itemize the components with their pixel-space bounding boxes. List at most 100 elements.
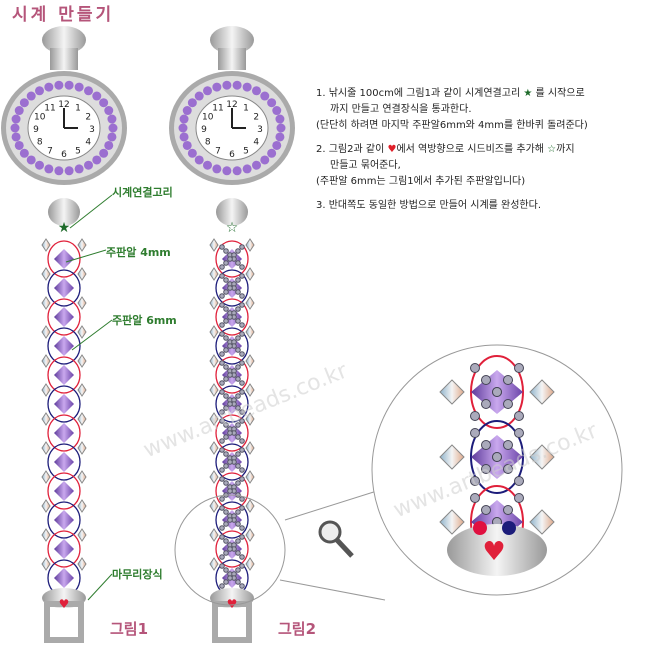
chain-1-thread-loop [47,327,81,365]
outline-star-icon: ☆ [226,220,239,236]
chain-1-bead-6mm [54,423,74,443]
chain-2-bead-4mm [209,441,219,455]
chain-2-seed-bead [239,293,245,299]
chain-2-seed-bead [223,405,229,411]
chain-2-seed-bead [227,314,233,320]
chain-2-seed-bead [239,302,245,308]
detail-seed-bead [470,476,480,486]
watch-1-dial-number: 7 [47,147,53,157]
chain-2-seed-bead [239,563,245,569]
chain-2-seed-bead [239,389,245,395]
watch-1-crystal [92,91,102,101]
chain-2-heart-icon: ♥ [227,597,238,611]
chain-2-thread-loop [215,356,249,394]
chain-2-seed-bead [235,567,241,573]
detail-seed-bead [481,399,491,409]
watch-2-dial-number: 5 [243,147,249,157]
chain-2-seed-bead [223,521,229,527]
watch-1-dial-number: 8 [37,138,43,148]
chain-2-bead-4mm [245,557,255,571]
chain-1-thread-loop [47,240,81,278]
watch-1-dial-number: 6 [61,150,67,160]
chain-2-seed-bead [223,579,229,585]
chain-1-bead-4mm [77,383,87,397]
watch-1-crystal [14,106,24,116]
watch-1-crystal [107,114,117,124]
chain-1-bead-4mm [77,238,87,252]
watch-2-dial-number: 8 [205,138,211,148]
chain-2-seed-bead [235,521,241,527]
chain-2-seed-bead [227,343,233,349]
watch-2-crystal [179,114,189,124]
chain-2-seed-bead [235,579,241,585]
watch-1-crystal [64,80,74,90]
chain-2-thread-loop [215,385,249,423]
chain-2-seed-bead [235,318,241,324]
chain-2-seed-bead [227,372,233,378]
step-3: 3. 반대쪽도 동일한 방법으로 만들어 시계를 완성한다. [316,200,542,211]
watch-1-crystal [44,164,54,174]
chain-2-seed-bead [223,451,229,457]
filled-star-icon: ★ [58,220,71,236]
detail-bead-4mm [439,379,465,405]
watch-1-crystal [99,98,109,108]
chain-2-seed-bead [223,318,229,324]
watch-1-dial-number: 2 [85,113,91,123]
chain-1-thread-loop [47,298,81,336]
detail-seed-bead [470,493,480,503]
detail-seed-bead [514,428,524,438]
watch-2-crystal [222,80,232,90]
chain-2-seed-bead [223,306,229,312]
chain-2-seed-bead [235,335,241,341]
watch-1-crystal [54,166,64,176]
chain-1-bead-6mm [54,452,74,472]
zoom-connector-lines [279,489,386,601]
chain-1-bead-4mm [77,470,87,484]
chain-1-bead-4mm [77,499,87,513]
detail-seed-bead [514,411,524,421]
chain-2-seed-bead [227,401,233,407]
chain-1-bead-4mm [77,296,87,310]
chain-2-thread-loop [215,240,249,278]
watch-1-dial-number: 4 [85,138,91,148]
label-pointer-line [71,319,113,351]
chain-2-bead-4mm [245,470,255,484]
chain-1-bead-6mm [54,336,74,356]
chain-2-seed-bead [239,583,245,589]
detail-seed-bead [481,375,491,385]
detail-bead-4mm [439,444,465,470]
watch-2-crystal [232,80,242,90]
chain-2-seed-bead [239,331,245,337]
chain-2-seed-bead [239,554,245,560]
watch-1-dial-number: 9 [33,125,39,135]
chain-2-bead-4mm [209,238,219,252]
watch-2-crystal [194,155,204,165]
chain-2-seed-bead [239,505,245,511]
chain-1-thread-loop [47,501,81,539]
watch-2-dial-number: 11 [212,103,223,113]
watch-2-crystal [275,132,285,142]
watch-1-crystal [74,82,84,92]
label-bead-6mm: 주판알 6mm [112,314,177,327]
watch-2-crystal [187,148,197,158]
watch-2-crystal [194,91,204,101]
watch-2-crystal [252,160,261,170]
detail-seed-bead [514,476,524,486]
step-1: 1. 낚시줄 100cm에 그림1과 같이 시계연결고리 ★ 를 시작으로 까지… [316,88,588,131]
watch-2-dial-number: 9 [201,125,207,135]
detail-seed-bead [470,411,480,421]
detail-seed-bead [503,375,513,385]
chain-2-seed-bead [239,322,245,328]
chain-2-seed-bead [239,438,245,444]
chain-2-seed-bead [227,459,233,465]
chain-2-seed-bead [219,331,225,337]
detail-seed-bead [481,505,491,515]
watch-2-crystal [260,155,270,165]
chain-2-seed-bead [227,517,233,523]
chain-2-seed-bead [235,434,241,440]
watch-2-dial-number: 1 [243,103,249,113]
label-pointer-line [65,249,107,263]
chain-2-seed-bead [235,277,241,283]
watch-2-dial-number: 6 [229,150,235,160]
chain-1-thread-loop [47,385,81,423]
